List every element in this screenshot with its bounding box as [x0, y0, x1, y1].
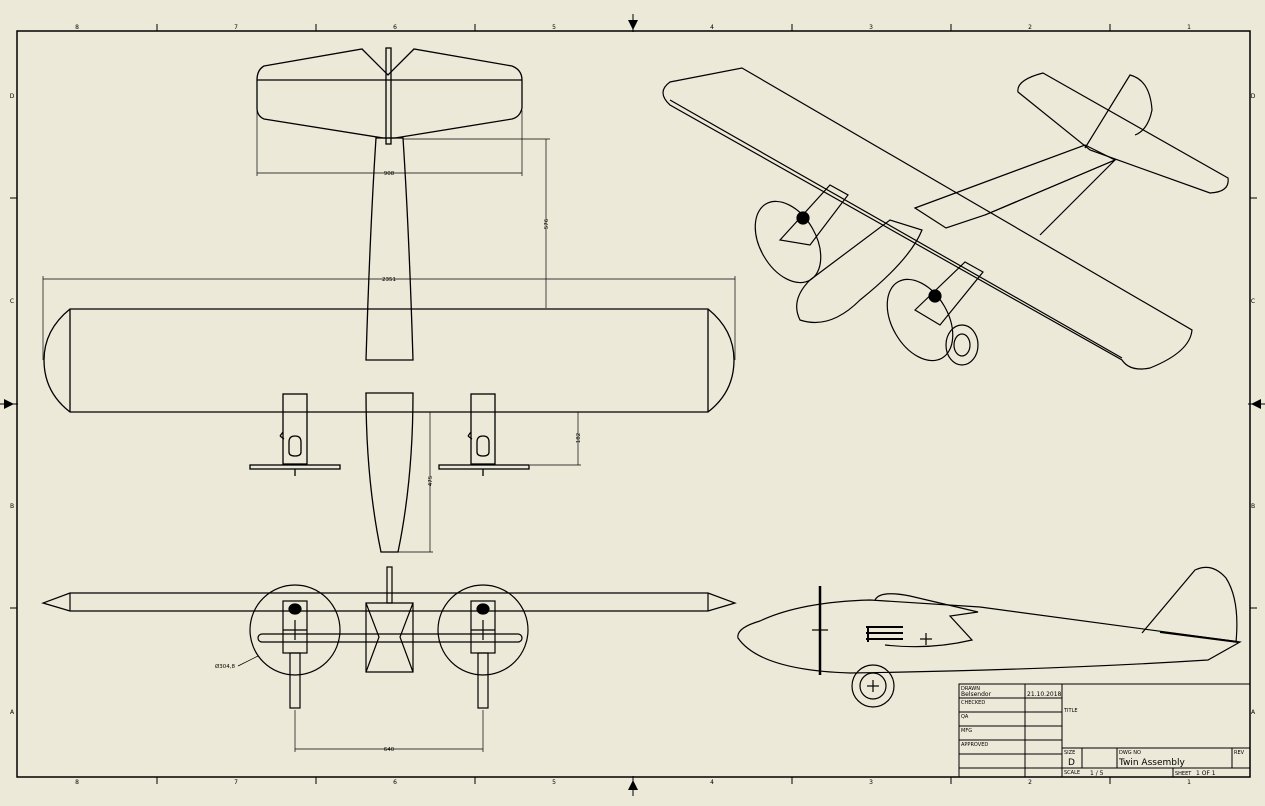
iso-left-nacelle: [778, 184, 849, 246]
right-prop-disc: [437, 584, 529, 676]
zone-row-label: D: [1251, 93, 1256, 100]
zone-col-label: 8: [75, 24, 79, 31]
size-value: D: [1068, 758, 1075, 768]
right-nacelle: [470, 393, 496, 465]
dim-tail-span: 908: [384, 171, 395, 177]
zone-row-label: C: [1251, 298, 1255, 305]
left-prop-disc: [249, 584, 341, 676]
drawn-date: 21.10.2018: [1027, 691, 1062, 698]
zone-col-label: 1: [1187, 24, 1191, 31]
side-fin: [1141, 566, 1238, 643]
front-view-dim-labels: Ø304,8 640: [215, 663, 395, 753]
dim-wing-span: 2351: [382, 277, 396, 283]
title-block-text: DRAWN Belsendor 21.10.2018 CHECKED QA MF…: [961, 686, 1245, 777]
iso-tailplane: [1017, 72, 1229, 194]
scale-label: SCALE: [1064, 770, 1080, 776]
iso-wheel: [945, 324, 979, 366]
iso-right-prop: [886, 278, 954, 362]
dwg-no-label: DWG NO: [1119, 750, 1141, 756]
zone-col-label: 5: [552, 779, 556, 786]
side-nacelle: [874, 593, 979, 648]
zone-col-label: 3: [869, 779, 873, 786]
zone-labels: 8 7 6 5 4 3 2 1 8 7 6 5 4 3 2 1 D C B A …: [10, 24, 1256, 786]
left-gear-leg: [289, 652, 301, 709]
side-fuselage: [737, 599, 1242, 674]
title-block: [958, 683, 1251, 778]
iso-main-wing: [662, 67, 1193, 370]
right-prop: [438, 464, 530, 470]
zone-col-label: 7: [234, 24, 238, 31]
zone-col-label: 8: [75, 779, 79, 786]
zone-col-label: 7: [234, 779, 238, 786]
dim-tail-length: 475: [428, 475, 434, 486]
isometric-view: [662, 67, 1229, 370]
left-prop: [249, 464, 341, 470]
checked-label: CHECKED: [961, 700, 985, 706]
front-view-dimensions: [237, 655, 484, 752]
mfg-label: MFG: [961, 728, 972, 734]
sheet-label: SHEET: [1175, 771, 1192, 777]
dim-gear-offset: 182: [576, 433, 582, 444]
scale-value: 1 / 5: [1090, 770, 1104, 777]
zone-row-label: D: [10, 93, 15, 100]
drawn-label: DRAWN: [961, 686, 980, 692]
zone-col-label: 2: [1028, 24, 1032, 31]
side-view: [737, 566, 1242, 708]
fuselage-nose: [365, 392, 414, 553]
zone-row-label: A: [10, 709, 15, 716]
top-view: [43, 47, 735, 553]
front-tailplane: [257, 633, 523, 643]
dim-fuselage-length: 576: [544, 218, 550, 229]
zone-row-label: B: [10, 503, 14, 510]
dim-prop-diameter: Ø304,8: [215, 663, 236, 670]
zone-col-label: 6: [393, 779, 397, 786]
right-gear-leg: [477, 652, 489, 709]
top-view-dimensions: [42, 110, 736, 553]
zone-row-label: A: [1251, 709, 1256, 716]
vertical-fin: [385, 47, 392, 145]
iso-left-prop: [754, 200, 822, 284]
front-fin: [386, 566, 393, 604]
zone-ticks: [10, 24, 1257, 784]
drawn-by: Belsendor: [961, 691, 992, 698]
zone-col-label: 1: [1187, 779, 1191, 786]
iso-nose: [796, 219, 923, 324]
zone-col-label: 5: [552, 24, 556, 31]
iso-right-nacelle: [914, 261, 984, 326]
fuselage-rear: [365, 137, 414, 361]
front-fuselage: [365, 602, 414, 673]
size-label: SIZE: [1064, 750, 1075, 756]
zone-col-label: 2: [1028, 779, 1032, 786]
zone-row-label: B: [1251, 503, 1255, 510]
title-label: TITLE: [1063, 708, 1078, 714]
rev-label: REV: [1234, 750, 1245, 756]
zone-col-label: 3: [869, 24, 873, 31]
dwg-no-value: Twin Assembly: [1118, 758, 1185, 768]
iso-fin: [1084, 74, 1153, 149]
center-arrows: [0, 14, 1265, 796]
horizontal-stabilizer: [256, 48, 523, 139]
left-nacelle: [282, 393, 308, 465]
qa-label: QA: [961, 714, 969, 720]
sheet-border: [16, 30, 1251, 778]
zone-col-label: 4: [710, 779, 714, 786]
dim-engine-spacing: 640: [384, 747, 395, 753]
front-wing: [41, 592, 737, 612]
top-view-dim-labels: 908 576 2351 182 475: [382, 171, 582, 486]
front-view: [41, 566, 737, 709]
sheet-value: 1 OF 1: [1196, 770, 1216, 777]
zone-col-label: 6: [393, 24, 397, 31]
approved-label: APPROVED: [961, 742, 988, 748]
side-wheel: [851, 664, 895, 708]
zone-col-label: 4: [710, 24, 714, 31]
zone-row-label: C: [10, 298, 14, 305]
